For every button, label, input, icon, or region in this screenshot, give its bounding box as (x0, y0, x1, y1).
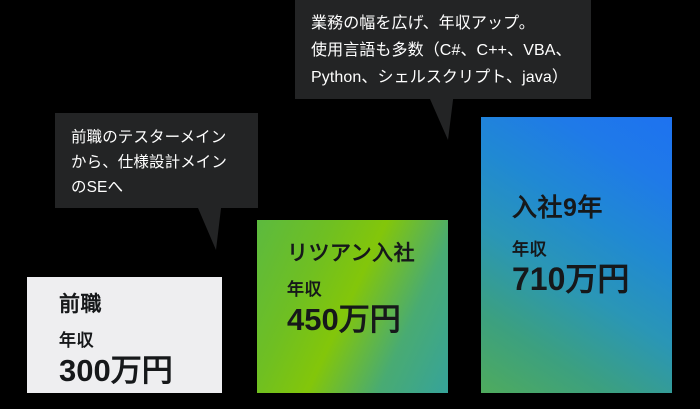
bar-joined-ritsuan-category: リツアン入社 (287, 242, 416, 265)
bar-ninth-year: 入社9年 年収 710万円 (481, 117, 672, 393)
bar-previous-job: 前職 年収 300万円 (27, 277, 222, 393)
bar-previous-job-content: 前職 年収 300万円 (27, 293, 222, 388)
bar-joined-ritsuan-content: リツアン入社 年収 450万円 (257, 242, 448, 337)
career-change-callout-text: 前職のテスターメイン から、仕様設計メイン のSEへ (71, 129, 228, 197)
bar-previous-job-salary-label: 年収 (59, 331, 94, 351)
skills-callout: 業務の幅を広げ、年収アップ。 使用言語も多数（C#、C++、VBA、 Pytho… (295, 0, 591, 99)
bar-joined-ritsuan-salary-label: 年収 (287, 280, 322, 300)
bar-previous-job-category: 前職 (59, 293, 102, 316)
bar-joined-ritsuan: リツアン入社 年収 450万円 (257, 220, 448, 393)
bar-ninth-year-salary-value: 710万円 (512, 261, 630, 298)
bar-previous-job-salary-value: 300万円 (59, 352, 173, 388)
career-change-callout: 前職のテスターメイン から、仕様設計メイン のSEへ (55, 113, 258, 208)
skills-callout-text: 業務の幅を広げ、年収アップ。 使用言語も多数（C#、C++、VBA、 Pytho… (311, 15, 572, 86)
bar-ninth-year-content: 入社9年 年収 710万円 (481, 194, 672, 298)
bar-ninth-year-salary-label: 年収 (512, 239, 547, 259)
bar-ninth-year-category: 入社9年 (512, 194, 603, 222)
bar-joined-ritsuan-salary-value: 450万円 (287, 301, 401, 337)
